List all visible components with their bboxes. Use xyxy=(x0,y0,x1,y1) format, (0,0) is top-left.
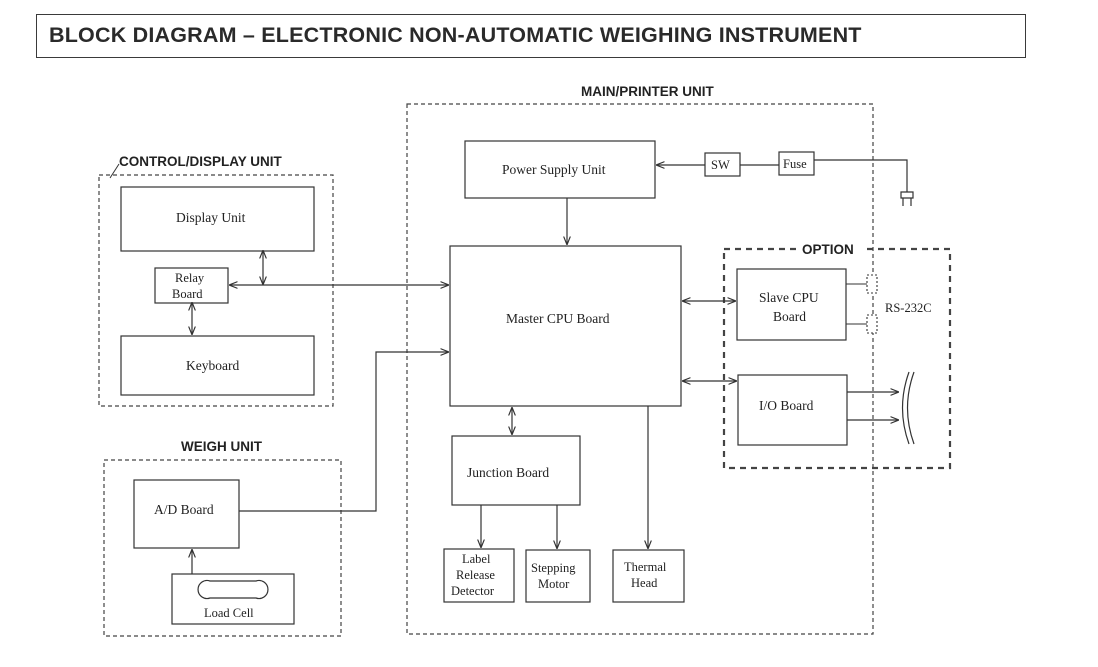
junction-board-label: Junction Board xyxy=(467,465,549,480)
load-cell-icon xyxy=(197,579,269,600)
title-box: BLOCK DIAGRAM – ELECTRONIC NON-AUTOMATIC… xyxy=(36,14,1026,58)
io-board-block xyxy=(737,374,848,446)
control-display-unit-boundary xyxy=(98,174,334,407)
sw-label: SW xyxy=(711,158,730,172)
main-printer-unit-boundary xyxy=(406,103,874,635)
thermal-head-label-line1: Thermal xyxy=(624,560,667,574)
stepping-motor-label-line1: Stepping xyxy=(531,561,576,575)
diagram-title: BLOCK DIAGRAM – ELECTRONIC NON-AUTOMATIC… xyxy=(49,23,862,47)
label-release-detector-block xyxy=(443,548,515,603)
junction-board-block xyxy=(451,435,581,506)
label-release-label-line1: Label xyxy=(462,552,491,566)
relay-board-label-line2: Board xyxy=(172,287,203,301)
thermal-head-block xyxy=(612,549,685,603)
thermal-head-label-line2: Head xyxy=(631,576,658,590)
main-printer-unit-label: MAIN/PRINTER UNIT xyxy=(581,84,714,99)
weigh-unit-label: WEIGH UNIT xyxy=(181,439,263,454)
option-label-bg xyxy=(798,240,864,258)
keyboard-label: Keyboard xyxy=(186,358,239,373)
power-supply-unit-block xyxy=(464,140,656,199)
slave-cpu-board-label-line2: Board xyxy=(773,309,806,324)
master-cpu-board-label: Master CPU Board xyxy=(506,311,610,326)
relay-board-block xyxy=(154,267,229,304)
display-unit-label: Display Unit xyxy=(176,210,246,225)
control-display-unit-label: CONTROL/DISPLAY UNIT xyxy=(119,154,283,169)
fuse-block xyxy=(778,151,815,176)
ad-board-block xyxy=(133,479,240,549)
ad-to-master-cpu-arrow xyxy=(239,352,448,512)
relay-board-label-line1: Relay xyxy=(175,271,205,285)
display-unit-block xyxy=(120,186,315,252)
rs232c-label: RS-232C xyxy=(885,301,932,315)
plug-icon xyxy=(900,191,914,206)
slave-cpu-board-block xyxy=(736,268,847,341)
load-cell-label: Load Cell xyxy=(204,606,254,620)
load-cell-block xyxy=(171,573,295,625)
slave-cpu-board-label-line1: Slave CPU xyxy=(759,290,819,305)
ad-board-label: A/D Board xyxy=(154,502,214,517)
label-release-label-line2: Release xyxy=(456,568,495,582)
rs232c-port-1 xyxy=(866,274,878,294)
fuse-label: Fuse xyxy=(783,157,807,171)
rs232c-port-2 xyxy=(866,314,878,334)
label-release-label-line3: Detector xyxy=(451,584,495,598)
master-cpu-board-block xyxy=(449,245,682,407)
option-label: OPTION xyxy=(802,242,854,257)
stepping-motor-block xyxy=(525,549,591,603)
power-supply-unit-label: Power Supply Unit xyxy=(502,162,606,177)
mains-cord-line xyxy=(814,159,908,192)
stepping-motor-label-line2: Motor xyxy=(538,577,570,591)
io-connector-bracket xyxy=(901,371,915,445)
io-board-label: I/O Board xyxy=(759,398,814,413)
keyboard-block xyxy=(120,335,315,396)
weigh-unit-boundary xyxy=(103,459,342,637)
control-display-pointer xyxy=(109,163,120,179)
